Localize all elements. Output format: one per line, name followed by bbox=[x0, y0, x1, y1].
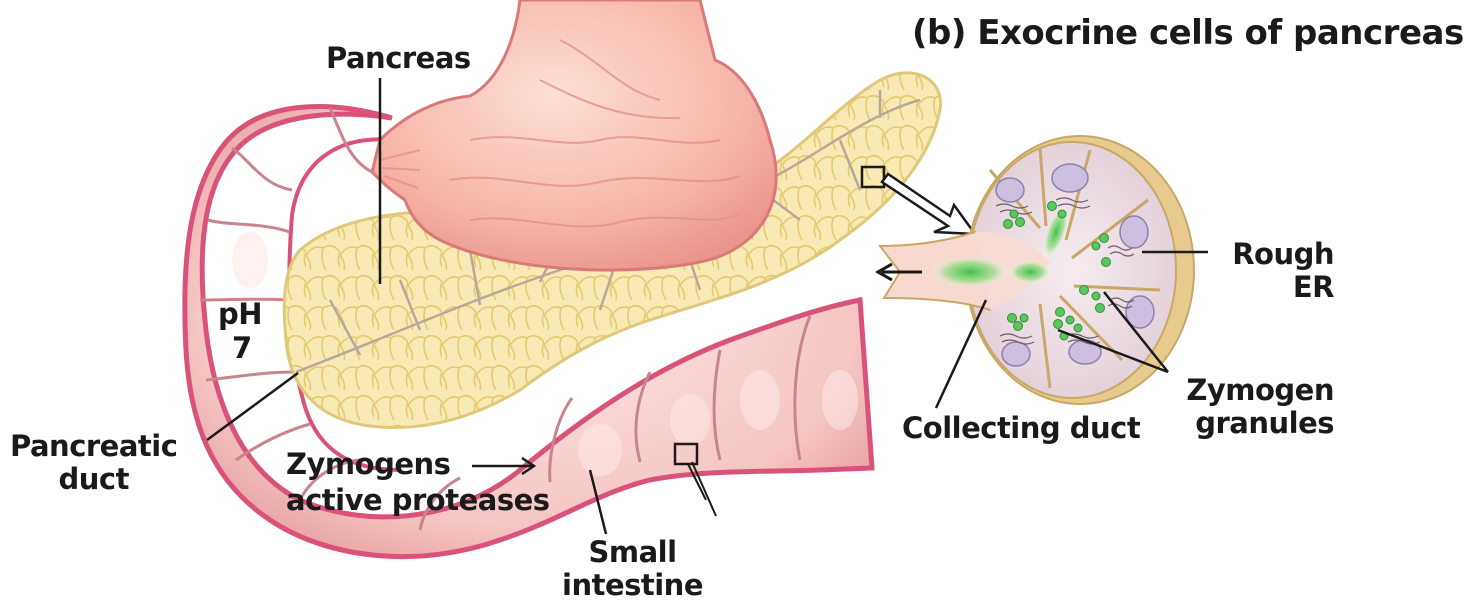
label-ph-value: 7 bbox=[232, 332, 252, 365]
label-zymogen-granules: Zymogen granules bbox=[1176, 374, 1334, 441]
label-ph: pH bbox=[218, 298, 262, 331]
label-active-proteases: active proteases bbox=[286, 484, 550, 517]
label-small-intestine: Small intestine bbox=[562, 536, 703, 603]
label-pancreas: Pancreas bbox=[326, 42, 471, 75]
figure-title: (b) Exocrine cells of pancreas bbox=[912, 14, 1464, 53]
label-rough-er: Rough ER bbox=[1222, 238, 1334, 305]
leader-collecting-duct bbox=[936, 300, 986, 408]
label-pancreatic-duct: Pancreatic duct bbox=[10, 430, 177, 497]
label-collecting-duct: Collecting duct bbox=[902, 412, 1140, 445]
arrow-zymogens bbox=[472, 458, 534, 474]
label-zymogens: Zymogens bbox=[286, 448, 450, 481]
